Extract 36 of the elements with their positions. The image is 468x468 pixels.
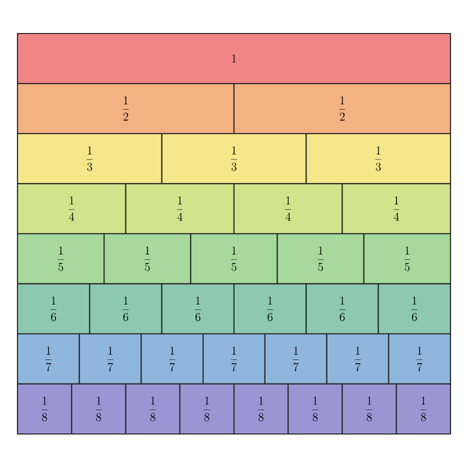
fraction-tile: $\frac{1}{8}$	[396, 383, 452, 435]
fraction-tile: $\frac{1}{4}$	[125, 183, 235, 234]
fraction-tile: $\frac{1}{7}$	[16, 333, 80, 384]
fraction-tile: $\frac{1}{4}$	[16, 183, 126, 234]
fraction-tile: $\frac{1}{7}$	[264, 333, 328, 384]
fraction-tile: $\frac{1}{5}$	[190, 233, 278, 284]
whole-tile: $1$	[16, 32, 452, 84]
fraction-tile: $\frac{1}{4}$	[233, 183, 343, 234]
fraction-tile: $\frac{1}{5}$	[16, 233, 105, 284]
fraction-tile: $\frac{1}{7}$	[140, 333, 204, 384]
fraction-tile: $\frac{1}{2}$	[233, 83, 452, 134]
fraction-tile: $\frac{1}{6}$	[89, 283, 162, 334]
fraction-tile: $\frac{1}{8}$	[71, 383, 126, 435]
fraction-tile: $\frac{1}{7}$	[388, 333, 452, 384]
fraction-tile: $\frac{1}{2}$	[16, 83, 235, 134]
fraction-tile: $\frac{1}{8}$	[342, 383, 397, 435]
fraction-tile: $\frac{1}{8}$	[16, 383, 72, 435]
fraction-tile: $\frac{1}{7}$	[326, 333, 390, 384]
fraction-tile: $\frac{1}{8}$	[233, 383, 289, 435]
fraction-tile: $\frac{1}{8}$	[125, 383, 180, 435]
fraction-tile: $\frac{1}{6}$	[233, 283, 307, 334]
fraction-tile: $\frac{1}{5}$	[363, 233, 452, 284]
fraction-tile: $\frac{1}{7}$	[78, 333, 142, 384]
fraction-tile: $\frac{1}{3}$	[161, 133, 307, 184]
fraction-tile: $\frac{1}{4}$	[342, 183, 452, 234]
fraction-tile: $\frac{1}{6}$	[378, 283, 452, 334]
fraction-tile: $\frac{1}{7}$	[202, 333, 266, 384]
fraction-tile: $\frac{1}{3}$	[306, 133, 452, 184]
fraction-tile: $\frac{1}{5}$	[104, 233, 192, 284]
fraction-tile: $\frac{1}{8}$	[288, 383, 343, 435]
fraction-tile: $\frac{1}{6}$	[161, 283, 235, 334]
fraction-tile: $\frac{1}{6}$	[16, 283, 90, 334]
fraction-tile: $\frac{1}{5}$	[276, 233, 364, 284]
fraction-tile: $\frac{1}{3}$	[16, 133, 162, 184]
fraction-tile: $\frac{1}{6}$	[306, 283, 379, 334]
fraction-tile: $\frac{1}{8}$	[179, 383, 235, 435]
